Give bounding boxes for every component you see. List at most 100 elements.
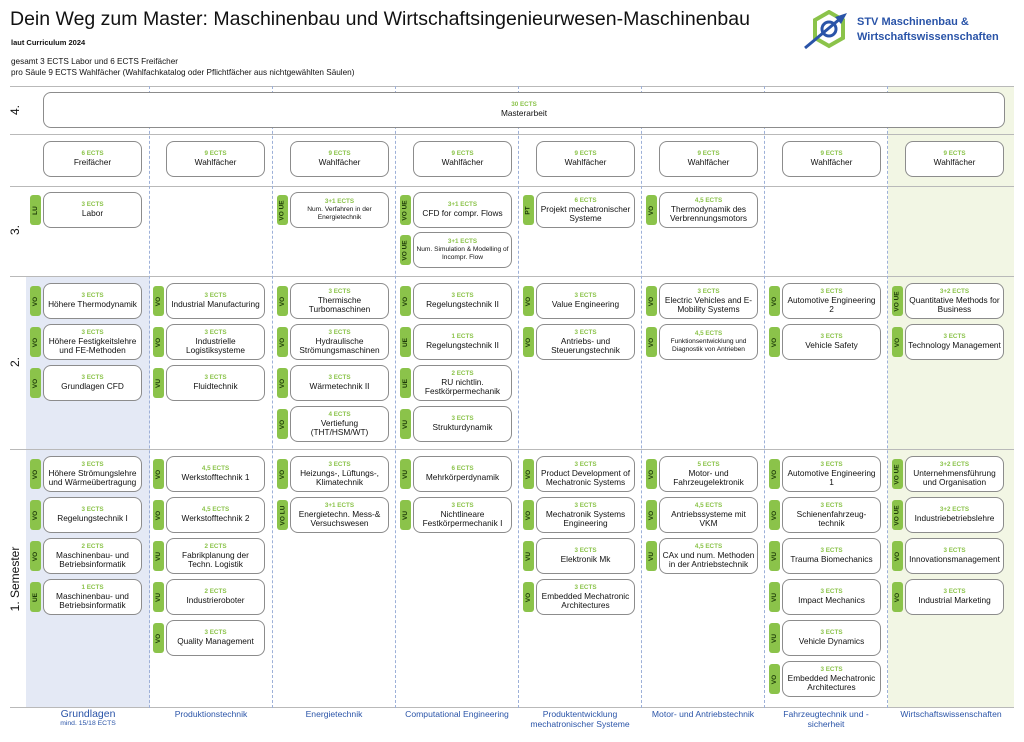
- course-name: Quality Management: [177, 636, 254, 647]
- course-name: Funktionsentwicklung und Diagnostik von …: [670, 338, 747, 353]
- course-ects: 3 ECTS: [697, 287, 720, 295]
- course-type-tag: VU: [153, 541, 164, 571]
- course-type-tag: VU: [153, 582, 164, 612]
- course-name: Automotive Engineering 2: [787, 294, 876, 314]
- column-divider: [641, 86, 642, 708]
- course-ects: 3 ECTS: [574, 501, 597, 509]
- course-name: RU nichtlin. Festkörpermechanik: [424, 376, 501, 396]
- course-ects: 3 ECTS: [451, 292, 474, 300]
- course-type-tag: VO: [277, 459, 288, 489]
- course-type-tag: VO: [30, 541, 41, 571]
- course-type-tag: VO: [153, 623, 164, 653]
- course-name: Vertiefung (THT/HSM/WT): [310, 417, 369, 437]
- course-type-label: VO LU: [279, 505, 286, 525]
- course-type-tag: VO: [153, 459, 164, 489]
- course-ects: 3 ECTS: [574, 460, 597, 468]
- course-type-tag: VO: [892, 541, 903, 571]
- course-ects: 3+1 ECTS: [324, 501, 355, 509]
- course-type-label: VU: [402, 510, 409, 520]
- course-ects: 3 ECTS: [204, 328, 227, 336]
- row-divider: [10, 134, 1014, 135]
- course-ects: 3 ECTS: [820, 460, 843, 468]
- column-divider: [272, 86, 273, 708]
- column-divider: [149, 86, 150, 708]
- course-type-tag: LU: [30, 195, 41, 225]
- course-ects: 3 ECTS: [81, 201, 104, 209]
- course-type-label: VO: [648, 337, 655, 347]
- course-name: Projekt mechatronischer Systeme: [540, 203, 631, 223]
- course-ects: 9 ECTS: [943, 150, 966, 158]
- stv-logo-icon: [804, 10, 847, 50]
- course-type-label: VO: [894, 337, 901, 347]
- course-name: Mechatronik Systems Engineering: [545, 508, 626, 528]
- course-ects: 3+1 ECTS: [447, 238, 478, 245]
- course-name: Höhere Strömungslehre und Wärmeübertragu…: [48, 467, 137, 487]
- course-type-label: VO: [279, 378, 286, 388]
- course-type-tag: VO UE: [892, 286, 903, 316]
- course-name: Wahlfächer: [194, 157, 237, 168]
- course-name: Maschinenbau- und Betriebsinformatik: [56, 549, 129, 569]
- course-name: Innovationsmanagement: [909, 554, 1000, 565]
- course-type-label: UE: [402, 337, 409, 347]
- column-label-grundlagen: Grundlagen mind. 15/18 ECTS: [26, 709, 150, 729]
- course-ects: 6 ECTS: [574, 196, 597, 204]
- course-ects: 3 ECTS: [574, 547, 597, 555]
- course-type-label: VO: [32, 551, 39, 561]
- course-type-label: VO: [155, 337, 162, 347]
- course-name: Thermodynamik des Verbrennungsmotors: [669, 203, 748, 223]
- row-label-2: 2.: [8, 357, 22, 368]
- course-ects: 3 ECTS: [451, 415, 474, 423]
- course-type-tag: UE: [400, 368, 411, 398]
- course-ects: 6 ECTS: [81, 150, 104, 158]
- column-label: Produktionstechnik: [174, 709, 248, 719]
- course-ects: 3 ECTS: [328, 374, 351, 382]
- course-type-tag: VU: [523, 541, 534, 571]
- row-divider: [10, 707, 1014, 708]
- course-name: Industrial Manufacturing: [171, 299, 260, 310]
- course-type-tag: VO: [277, 409, 288, 439]
- course-name: Industrial Marketing: [918, 595, 991, 606]
- course-name: Industrieroboter: [186, 595, 245, 606]
- course-type-tag: VU: [769, 541, 780, 571]
- course-ects: 3 ECTS: [820, 333, 843, 341]
- course-ects: 3 ECTS: [943, 547, 966, 555]
- course-type-tag: VO UE: [400, 195, 411, 225]
- course-ects: 2 ECTS: [81, 542, 104, 550]
- course-type-label: VO: [32, 510, 39, 520]
- course-type-tag: VO: [646, 459, 657, 489]
- course-type-tag: VO UE: [277, 195, 288, 225]
- course-name: Trauma Biomechanics: [790, 554, 873, 565]
- course-type-label: VO: [279, 337, 286, 347]
- course-name: Value Engineering: [551, 299, 620, 310]
- course-type-tag: VU: [769, 623, 780, 653]
- course-name: Fluidtechnik: [193, 381, 238, 392]
- course-type-tag: VO: [892, 582, 903, 612]
- course-type-label: VO: [648, 510, 655, 520]
- course-ects: 9 ECTS: [820, 150, 843, 158]
- course-type-tag: VU: [400, 500, 411, 530]
- course-name: Antriebs- und Steuerungstechnik: [551, 335, 620, 355]
- course-type-tag: VO UE: [892, 459, 903, 489]
